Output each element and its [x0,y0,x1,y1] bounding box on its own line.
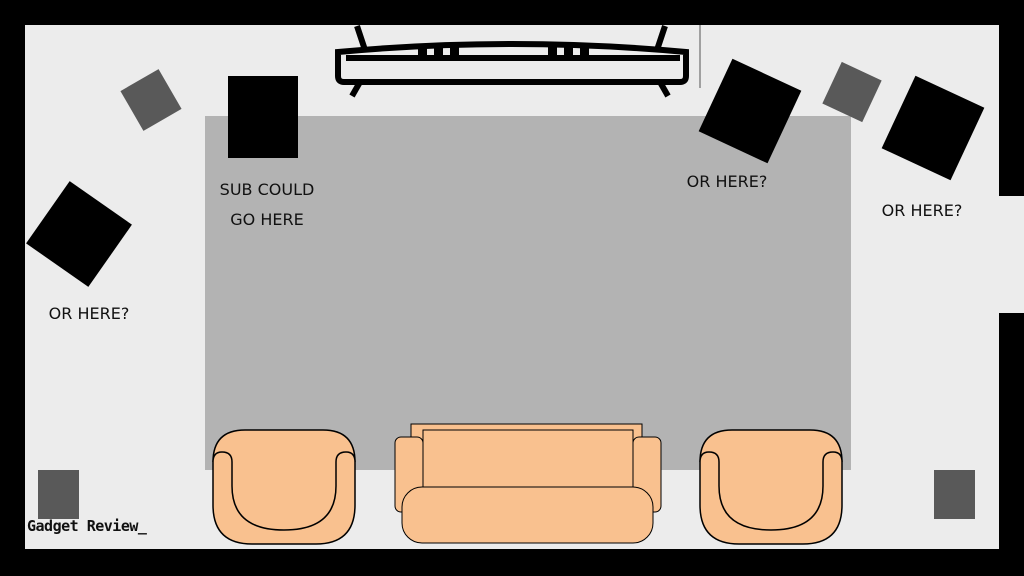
or-here-left-label: OR HERE? [48,304,130,323]
tv-console-vents [418,45,589,55]
gadget-review-logo: Gadget Review_ [27,517,147,535]
speaker-rear-left [38,470,79,519]
sub-here-line-2: GO HERE [230,210,304,229]
subwoofer-left [26,181,132,287]
subwoofer-top-center [698,58,802,164]
armchair-right [699,429,843,545]
tv-console [335,25,689,98]
armchair-left [212,429,356,545]
subwoofer-main [228,76,298,158]
subwoofer-right [881,75,985,181]
sub-here-line-1: SUB COULD [219,180,315,199]
sub-here-label: SUB COULD GO HERE [208,175,326,235]
speaker-front-left [120,69,182,131]
doorway [995,196,1024,313]
or-here-right-label: OR HERE? [881,201,963,220]
speaker-front-right [822,61,882,123]
rug [205,116,851,470]
or-here-top-center-label: OR HERE? [686,172,768,191]
speaker-rear-right [934,470,975,519]
sofa [394,423,662,544]
